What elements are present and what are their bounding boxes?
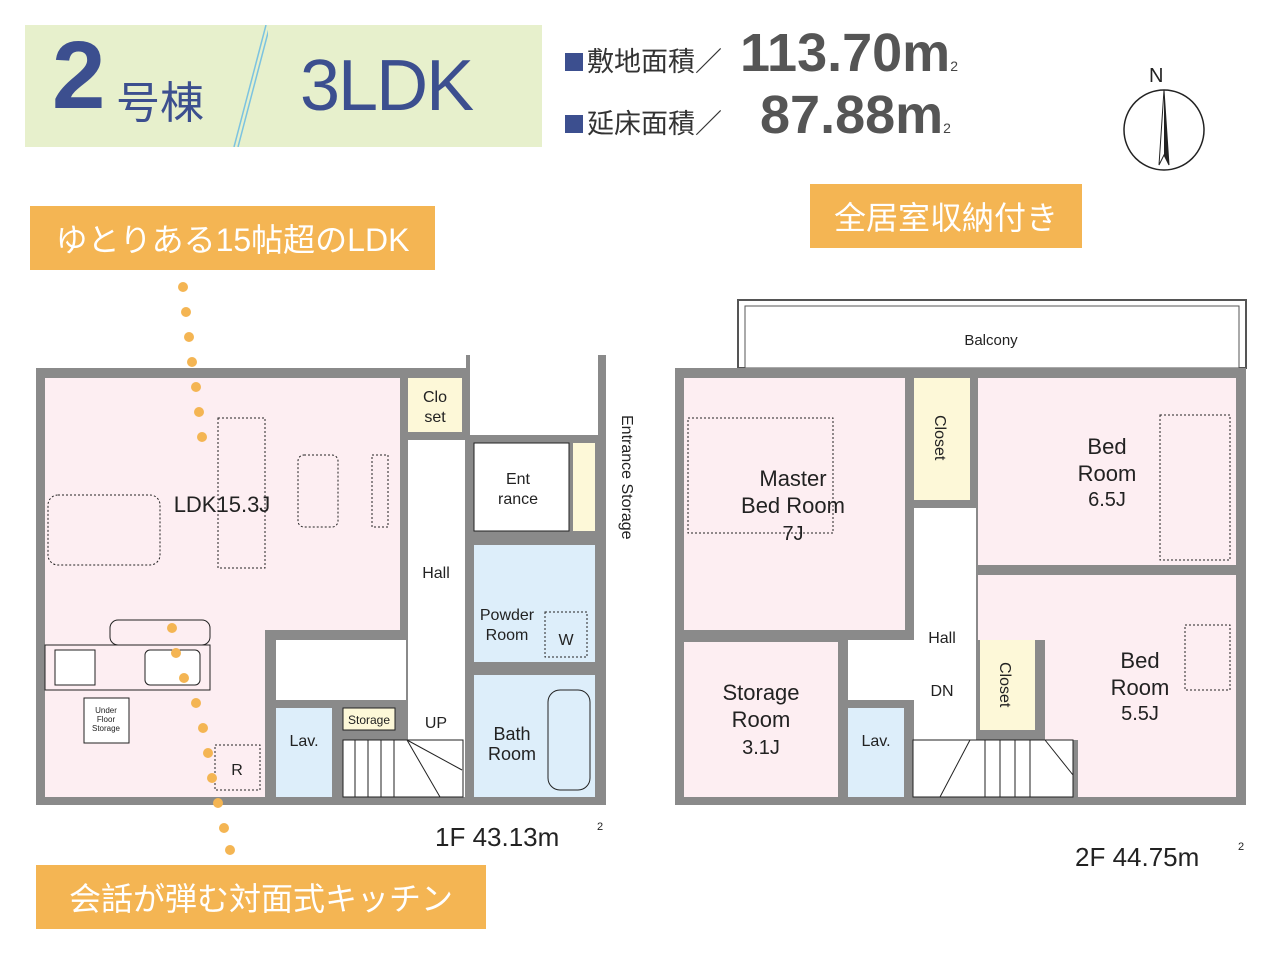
svg-text:Bed: Bed: [1087, 434, 1126, 459]
svg-text:Room: Room: [732, 707, 791, 732]
svg-text:Storage: Storage: [348, 713, 390, 727]
svg-text:W: W: [558, 632, 574, 649]
dotted-path-decoration: [167, 282, 235, 855]
svg-text:Bed Room: Bed Room: [741, 493, 845, 518]
room-storage: [342, 707, 396, 731]
site-area-label: 敷地面積／: [587, 47, 722, 77]
room-bedroom-6-5: [978, 378, 1236, 565]
room-bath: [474, 675, 595, 797]
floor-2-area: 2F 44.75m: [1075, 842, 1199, 872]
floor-area-label: 延床面積／: [587, 109, 722, 139]
svg-text:Clo: Clo: [423, 389, 447, 406]
svg-text:set: set: [424, 409, 446, 426]
svg-text:Room: Room: [488, 744, 536, 764]
underfloor-storage: [83, 697, 130, 744]
title-divider: [233, 25, 268, 147]
stairs-1f: [342, 739, 464, 798]
site-area-value: 113.70m: [740, 23, 951, 83]
floor-area-value: 87.88m: [760, 85, 944, 145]
svg-text:Room: Room: [486, 627, 529, 644]
bullet-square-icon: [565, 53, 583, 71]
callout-kitchen: 会話が弾む対面式キッチン: [36, 865, 486, 929]
svg-text:Ent: Ent: [506, 471, 531, 488]
svg-text:Room: Room: [1111, 675, 1170, 700]
svg-text:2: 2: [1238, 841, 1244, 853]
svg-text:3.1J: 3.1J: [742, 737, 780, 759]
svg-text:Bed: Bed: [1120, 648, 1159, 673]
svg-text:Master: Master: [759, 466, 826, 491]
room-storage-room: [684, 642, 838, 797]
room-entrance: [473, 442, 570, 532]
coffee-table-icon: [297, 454, 339, 528]
svg-text:Bath: Bath: [493, 724, 530, 744]
sofa-icon: [217, 417, 266, 569]
stove-icon: [54, 649, 96, 686]
svg-text:Closet: Closet: [931, 415, 948, 461]
floor-1-area: 1F 43.13m: [435, 822, 559, 852]
room-lav-2f: [848, 708, 904, 797]
room-master-bedroom: [684, 378, 905, 630]
unit-sup: 2: [943, 120, 951, 136]
svg-text:2: 2: [597, 821, 603, 833]
svg-text:Under: Under: [95, 706, 117, 715]
callout-ldk: ゆとりある15帖超のLDK: [30, 206, 435, 270]
unit-sup: 2: [950, 58, 958, 74]
svg-text:Room: Room: [1078, 461, 1137, 486]
svg-text:Lav.: Lav.: [861, 733, 890, 750]
svg-text:rance: rance: [498, 491, 538, 508]
svg-text:Lav.: Lav.: [289, 733, 318, 750]
svg-text:R: R: [231, 762, 243, 779]
svg-text:DN: DN: [930, 683, 953, 700]
compass-north-label: N: [1149, 65, 1163, 87]
svg-text:Hall: Hall: [928, 630, 956, 647]
svg-text:Balcony: Balcony: [964, 332, 1018, 349]
svg-text:7J: 7J: [782, 523, 803, 545]
dining-table-icon: [47, 494, 161, 566]
room-closet-2f: [914, 378, 970, 500]
room-hall: [408, 440, 465, 797]
entrance-porch: [470, 355, 598, 435]
svg-text:Powder: Powder: [480, 607, 535, 624]
tv-stand-icon: [371, 454, 389, 528]
room-closet: [408, 378, 462, 432]
svg-text:Floor: Floor: [97, 715, 116, 724]
svg-text:6.5J: 6.5J: [1088, 489, 1126, 511]
svg-text:Storage: Storage: [92, 724, 121, 733]
callout-storage: 全居室収納付き: [810, 184, 1082, 248]
ldk-label: LDK15.3J: [174, 492, 271, 517]
layout-type: 3LDK: [300, 46, 474, 126]
room-lav: [276, 708, 332, 797]
room-closet-2f-b: [980, 640, 1035, 730]
fridge-icon: [214, 744, 261, 791]
room-bedroom-5-5: [978, 575, 1236, 797]
svg-text:UP: UP: [425, 715, 447, 732]
svg-text:Storage: Storage: [722, 680, 799, 705]
svg-text:5.5J: 5.5J: [1121, 703, 1159, 725]
entrance-storage: [573, 443, 595, 531]
stairs-2f: [912, 739, 1074, 798]
room-powder: [474, 545, 595, 662]
floor-2-plan: Balcony Master Bed Room 7J Closet Bed Ro…: [675, 299, 1247, 872]
compass-icon: N: [1123, 65, 1205, 171]
floor-1-plan: Under Floor Storage R LDK15.3J Clo set H…: [36, 355, 635, 852]
svg-text:Hall: Hall: [422, 565, 450, 582]
room-ldk: [45, 378, 400, 797]
bullet-square-icon: [565, 115, 583, 133]
building-number: 2: [52, 22, 106, 129]
entrance-storage-label: Entrance Storage: [618, 415, 635, 540]
building-suffix: 号棟: [116, 79, 204, 128]
svg-text:Closet: Closet: [996, 662, 1013, 708]
title-panel: [25, 25, 542, 147]
